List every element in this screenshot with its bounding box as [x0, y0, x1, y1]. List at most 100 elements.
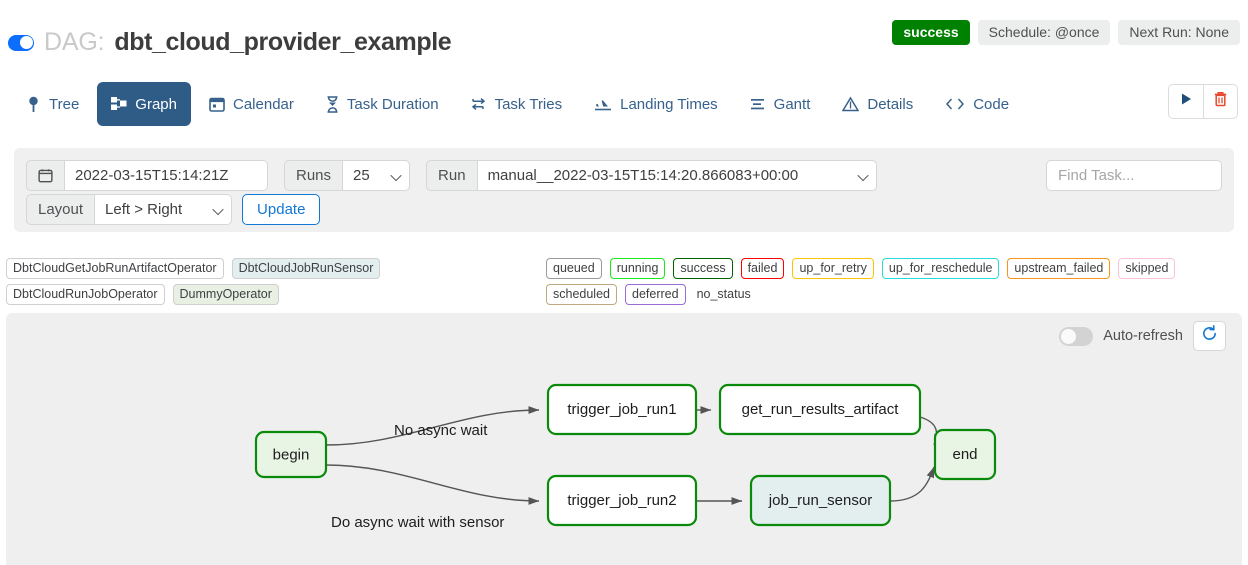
base-date-group: 2022-03-15T15:14:21Z: [26, 160, 268, 191]
operator-legend-item: DbtCloudRunJobOperator: [6, 284, 165, 305]
hourglass-icon: [326, 95, 339, 113]
calendar-icon: [209, 96, 225, 112]
dag-actions: [1168, 84, 1238, 119]
status-legend: queued running success failed up_for_ret…: [546, 258, 1246, 305]
tab-details-label: Details: [867, 95, 914, 113]
graph-node-job-run-sensor[interactable]: job_run_sensor: [749, 474, 892, 527]
node-box[interactable]: [749, 474, 892, 527]
layout-label: Layout: [26, 194, 95, 225]
node-box[interactable]: [254, 430, 328, 479]
update-button[interactable]: Update: [242, 194, 321, 225]
num-runs-select[interactable]: 25: [342, 160, 411, 191]
graph-node-trigger-job-run1[interactable]: trigger_job_run1: [546, 383, 698, 436]
tab-gantt-label: Gantt: [773, 95, 811, 113]
next-run-badge: Next Run: None: [1118, 20, 1240, 45]
dag-title: DAG: dbt_cloud_provider_example: [8, 28, 452, 57]
tab-graph-label: Graph: [135, 95, 177, 113]
tab-task-duration-label: Task Duration: [346, 95, 439, 113]
trigger-dag-button[interactable]: [1169, 85, 1203, 118]
header-badges: success Schedule: @once Next Run: None: [892, 20, 1240, 45]
graph-canvas[interactable]: Auto-refresh: [6, 313, 1242, 565]
node-label: get_run_results_artifact: [742, 401, 900, 418]
dag-graph-svg[interactable]: No async wait Do async wait with sensor …: [6, 313, 1242, 565]
status-legend-scheduled[interactable]: scheduled: [546, 284, 617, 305]
graph-node-get-run-results-artifact[interactable]: get_run_results_artifact: [718, 383, 922, 436]
status-legend-running[interactable]: running: [609, 258, 666, 279]
num-runs-label: Runs: [284, 160, 343, 191]
tab-task-duration[interactable]: Task Duration: [312, 82, 453, 126]
graph-edge-labels: No async wait Do async wait with sensor: [331, 422, 504, 531]
legend-zone: DbtCloudGetJobRunArtifactOperator DbtClo…: [0, 258, 1248, 306]
status-legend-deferred[interactable]: deferred: [625, 284, 686, 305]
node-box[interactable]: [933, 428, 997, 481]
status-legend-up-for-retry[interactable]: up_for_retry: [792, 258, 874, 279]
tab-task-tries[interactable]: Task Tries: [457, 82, 577, 126]
base-date-input[interactable]: 2022-03-15T15:14:21Z: [64, 160, 268, 191]
dag-run-label: Run: [426, 160, 477, 191]
tab-code[interactable]: Code: [931, 82, 1023, 126]
node-box[interactable]: [718, 383, 922, 436]
plane-landing-icon: [594, 96, 612, 112]
node-label: begin: [273, 446, 310, 463]
auto-refresh-toggle[interactable]: [1059, 326, 1094, 346]
page-title: dbt_cloud_provider_example: [114, 28, 452, 56]
tab-tree-label: Tree: [49, 95, 80, 113]
find-task-input[interactable]: Find Task...: [1046, 160, 1222, 191]
layout-select[interactable]: Left > Right: [94, 194, 233, 225]
status-legend-no-status[interactable]: no_status: [696, 287, 751, 301]
status-legend-skipped[interactable]: skipped: [1118, 258, 1176, 279]
node-box[interactable]: [546, 474, 698, 527]
tab-details[interactable]: Details: [828, 82, 927, 126]
dag-prefix-label: DAG:: [44, 28, 105, 56]
tab-task-tries-label: Task Tries: [494, 95, 563, 113]
node-label: end: [952, 446, 977, 463]
node-box[interactable]: [546, 383, 698, 436]
node-label: trigger_job_run2: [567, 492, 676, 509]
tab-gantt[interactable]: Gantt: [736, 82, 825, 126]
dag-run-select[interactable]: manual__2022-03-15T15:14:20.866083+00:00: [476, 160, 877, 191]
refresh-button[interactable]: [1193, 321, 1226, 351]
status-legend-failed[interactable]: failed: [740, 258, 785, 279]
graph-node-trigger-job-run2[interactable]: trigger_job_run2: [546, 474, 698, 527]
graph-node-end[interactable]: end: [933, 428, 997, 481]
auto-refresh-label: Auto-refresh: [1103, 328, 1183, 344]
trash-icon: [1213, 91, 1228, 112]
node-label: job_run_sensor: [768, 492, 872, 509]
node-label: trigger_job_run1: [567, 401, 676, 418]
tab-calendar[interactable]: Calendar: [195, 82, 308, 126]
layout-group: Layout Left > Right: [26, 194, 233, 225]
page-header: DAG: dbt_cloud_provider_example success …: [0, 0, 1248, 70]
status-legend-success[interactable]: success: [673, 258, 733, 279]
edge-begin-trigger2: [325, 464, 540, 505]
dag-pause-toggle[interactable]: [8, 34, 34, 51]
filter-row-layout: Layout Left > Right Update: [26, 194, 321, 225]
operator-legend-item: DummyOperator: [172, 284, 279, 305]
gantt-icon: [750, 96, 766, 112]
tab-tree[interactable]: Tree: [12, 82, 93, 126]
calendar-icon[interactable]: [26, 160, 64, 191]
graph-icon: [111, 96, 127, 112]
schedule-badge: Schedule: @once: [977, 20, 1111, 45]
edge-label: No async wait: [394, 422, 488, 439]
tab-code-label: Code: [973, 95, 1010, 113]
status-legend-queued[interactable]: queued: [546, 258, 602, 279]
view-tabs-row: Tree Graph Calendar Task Duration: [0, 82, 1248, 130]
operator-legend-item: DbtCloudJobRunSensor: [231, 258, 381, 279]
status-badge: success: [892, 20, 970, 45]
edge-label: Do async wait with sensor: [331, 514, 504, 531]
status-legend-up-for-reschedule[interactable]: up_for_reschedule: [881, 258, 1000, 279]
triangle-alert-icon: [842, 96, 860, 112]
graph-node-begin[interactable]: begin: [254, 430, 328, 479]
refresh-icon: [1201, 325, 1218, 347]
graph-controls: Auto-refresh: [1059, 321, 1226, 351]
tab-graph[interactable]: Graph: [97, 82, 191, 126]
operator-legend-item: DbtCloudGetJobRunArtifactOperator: [6, 258, 224, 279]
delete-dag-button[interactable]: [1203, 85, 1237, 118]
status-legend-upstream-failed[interactable]: upstream_failed: [1007, 258, 1111, 279]
operator-legend: DbtCloudGetJobRunArtifactOperator DbtClo…: [6, 258, 536, 305]
tab-landing-times-label: Landing Times: [620, 95, 718, 113]
num-runs-group: Runs 25: [284, 160, 411, 191]
tab-landing-times[interactable]: Landing Times: [580, 82, 732, 126]
edge-sensor-end: [889, 466, 935, 502]
